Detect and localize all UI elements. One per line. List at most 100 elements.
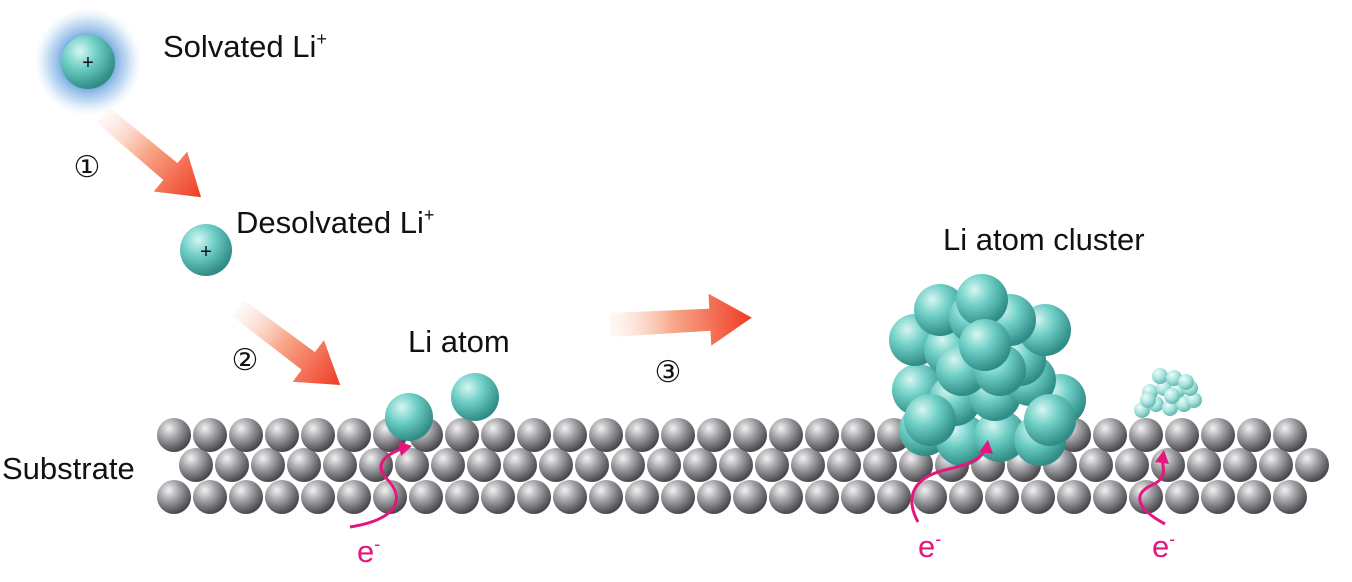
electron-label: e- <box>1152 529 1175 564</box>
substrate-atom <box>683 448 717 482</box>
step-3-marker: ③ <box>655 356 682 389</box>
process-arrow-icon <box>96 107 202 198</box>
solvated-label: Solvated Li+ <box>163 29 327 64</box>
substrate-atom <box>193 418 227 452</box>
substrate-atom <box>503 448 537 482</box>
nucleus-li-atom <box>1152 368 1168 384</box>
substrate-atom <box>625 480 659 514</box>
substrate-atom <box>229 418 263 452</box>
electron-label: e- <box>357 534 380 569</box>
substrate-atom <box>359 448 393 482</box>
substrate-atom <box>1237 480 1271 514</box>
substrate-atom <box>265 480 299 514</box>
electron-path-arrow-icon <box>1138 450 1169 526</box>
substrate-atom <box>805 418 839 452</box>
substrate-atom <box>769 418 803 452</box>
step-1-marker: ① <box>74 151 101 184</box>
substrate-atom <box>805 480 839 514</box>
substrate-atom <box>719 448 753 482</box>
substrate-atom <box>661 418 695 452</box>
substrate-atom <box>467 448 501 482</box>
substrate-atom <box>1079 448 1113 482</box>
substrate-atom <box>1273 480 1307 514</box>
substrate-atom <box>431 448 465 482</box>
substrate-atom <box>193 480 227 514</box>
li-atom-on-substrate <box>385 393 433 441</box>
substrate-atom <box>769 480 803 514</box>
substrate-atom <box>215 448 249 482</box>
substrate-atom <box>985 480 1019 514</box>
electron-path-arrow-icon <box>349 441 412 529</box>
desolvated-label: Desolvated Li+ <box>236 205 434 240</box>
substrate-atom <box>517 418 551 452</box>
substrate-atom <box>301 480 335 514</box>
li-atom-label: Li atom <box>408 324 510 359</box>
substrate-atom <box>301 418 335 452</box>
substrate-atom <box>791 448 825 482</box>
substrate-atom <box>1273 418 1307 452</box>
substrate-atom <box>1295 448 1329 482</box>
process-arrow-icon <box>609 293 752 346</box>
substrate-atom <box>251 448 285 482</box>
substrate-atom <box>337 480 371 514</box>
solvated-li-ion: + <box>34 8 142 116</box>
substrate-atom <box>1223 448 1257 482</box>
substrate-atom <box>157 418 191 452</box>
substrate-atom <box>517 480 551 514</box>
substrate-atom <box>409 480 443 514</box>
substrate-atom <box>647 448 681 482</box>
substrate-atom <box>697 480 731 514</box>
substrate-atom <box>323 448 357 482</box>
substrate-atom <box>373 480 407 514</box>
substrate-atom <box>589 480 623 514</box>
substrate-atom <box>157 480 191 514</box>
process-arrow-icon <box>231 300 341 386</box>
substrate-atom <box>611 448 645 482</box>
substrate-atom <box>841 480 875 514</box>
substrate-atom <box>733 418 767 452</box>
substrate-atom <box>661 480 695 514</box>
nucleus-li-atom <box>1140 392 1156 408</box>
substrate-atom <box>755 448 789 482</box>
cluster-li-atom <box>956 274 1008 326</box>
substrate-atom <box>841 418 875 452</box>
substrate-atom <box>575 448 609 482</box>
substrate-atom <box>913 480 947 514</box>
ion-charge: + <box>200 241 212 263</box>
substrate-atom <box>481 418 515 452</box>
substrate-atom <box>949 480 983 514</box>
substrate-atom <box>1115 448 1149 482</box>
substrate-atom <box>539 448 573 482</box>
substrate-atom <box>445 480 479 514</box>
substrate-atom <box>1165 418 1199 452</box>
cluster-li-atom <box>904 394 956 446</box>
substrate-atom <box>589 418 623 452</box>
li-nucleus-cluster <box>1134 368 1202 418</box>
substrate-atom <box>1201 418 1235 452</box>
step-2-marker: ② <box>232 344 259 377</box>
substrate-atom <box>899 448 933 482</box>
substrate-atom <box>697 418 731 452</box>
substrate-atom <box>863 448 897 482</box>
electron-path-arrow-icon <box>910 440 993 523</box>
substrate-atom <box>877 480 911 514</box>
nucleus-li-atom <box>1164 388 1180 404</box>
substrate-atom <box>553 480 587 514</box>
li-atom-adsorbed <box>451 373 499 421</box>
cluster-li-atom <box>1024 394 1076 446</box>
substrate-atom <box>445 418 479 452</box>
desolvated-li-ion: + <box>180 224 232 276</box>
substrate-atom <box>553 418 587 452</box>
substrate-atom <box>1151 448 1185 482</box>
substrate-atom <box>1237 418 1271 452</box>
cluster-li-atom <box>959 319 1011 371</box>
ion-charge: + <box>82 52 94 74</box>
substrate-atom <box>1187 448 1221 482</box>
substrate-atom <box>1093 418 1127 452</box>
substrate-atom <box>395 448 429 482</box>
substrate-atom <box>265 418 299 452</box>
substrate-atom <box>1129 480 1163 514</box>
substrate-layer <box>157 418 1329 514</box>
substrate-atom <box>229 480 263 514</box>
